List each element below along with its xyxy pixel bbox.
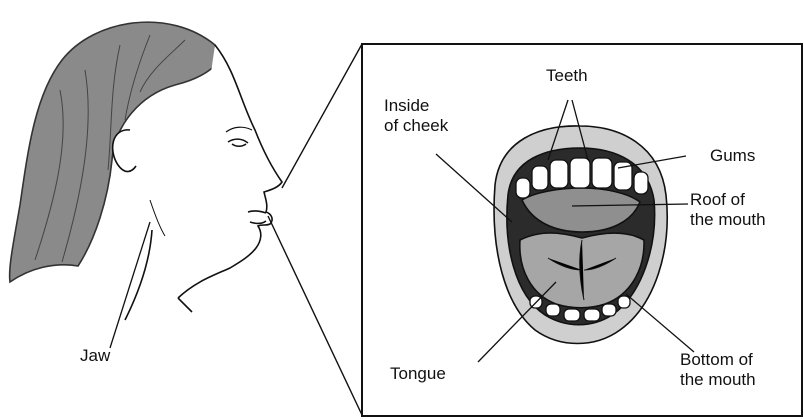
lower-tooth <box>546 304 560 316</box>
upper-tooth <box>592 158 612 188</box>
zoom-line-bottom <box>268 216 362 415</box>
leader-jaw <box>110 222 150 348</box>
label-inside-of-cheek: Inside of cheek <box>384 96 448 136</box>
lower-tooth <box>602 304 616 316</box>
label-tongue: Tongue <box>390 364 446 384</box>
face-outline <box>178 45 282 298</box>
label-teeth: Teeth <box>546 66 588 86</box>
zoom-lines <box>268 44 362 415</box>
label-roof-of-the-mouth: Roof of the mouth <box>690 190 766 230</box>
label-gums: Gums <box>710 146 755 166</box>
upper-tooth <box>634 172 648 194</box>
lower-tooth <box>584 309 600 321</box>
upper-tooth <box>516 178 530 198</box>
ear <box>113 130 136 172</box>
label-jaw: Jaw <box>80 346 110 366</box>
upper-tooth <box>570 158 590 188</box>
upper-tooth <box>550 160 568 188</box>
label-bottom-of-the-mouth: Bottom of the mouth <box>680 350 756 390</box>
lower-tooth <box>564 309 580 321</box>
head-profile <box>10 22 282 320</box>
zoom-line-top <box>282 44 362 188</box>
upper-tooth <box>532 166 548 190</box>
lower-tooth <box>618 296 630 308</box>
